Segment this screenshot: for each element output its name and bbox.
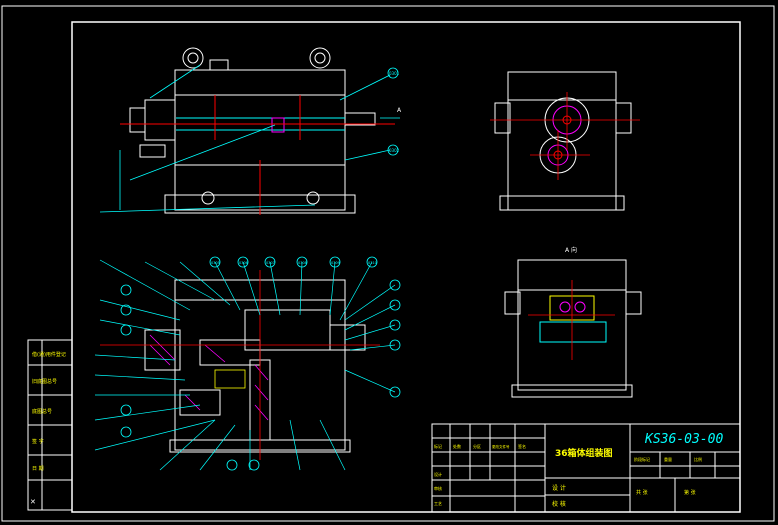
section-bubbles: [120, 256, 401, 471]
section-hatching: [149, 334, 269, 421]
company-label: 共 张: [636, 489, 648, 496]
stage-label-2: 比例: [694, 456, 702, 462]
callout-0309: 0309: [331, 261, 340, 265]
callout-0305: 0305: [211, 261, 220, 265]
drawing-number: KS36-03-00: [644, 432, 723, 447]
title-block: [431, 423, 741, 513]
sheet-frame: [1, 5, 775, 522]
callout-0310: 0310: [368, 261, 377, 265]
header-row-2: 分区: [473, 443, 481, 449]
corner-marker: ✕: [30, 498, 36, 506]
side-label-1: 旧底图总号: [32, 378, 57, 385]
left-row-1: 审核: [434, 485, 442, 491]
a-view-centerlines: [528, 280, 615, 360]
callout-0301: 0301: [389, 71, 400, 76]
callout-0306: 0306: [239, 261, 248, 265]
drawing-frame: [71, 21, 741, 513]
header-row-0: 标记: [434, 443, 442, 449]
header-row-3: 更改文件号: [492, 444, 510, 449]
callout-0302: 0302: [389, 148, 400, 153]
stage-label-1: 重量: [664, 456, 672, 462]
section-view: [144, 279, 366, 453]
side-label-4: 日 期: [32, 466, 44, 472]
left-row-2: 工艺: [434, 501, 442, 506]
view-a-label: A 向: [565, 246, 577, 254]
drawing-title: 36箱体组装图: [555, 447, 613, 459]
arrow-a-label: A: [397, 107, 402, 114]
side-label-3: 签 字: [32, 438, 44, 445]
left-row-0: 设计: [434, 471, 442, 477]
callout-0308: 0308: [298, 261, 307, 265]
section-leaders: [94, 259, 396, 471]
side-label-2: 底图总号: [32, 408, 52, 415]
stage-label-0: 阶段标记: [634, 456, 650, 462]
sheet-label: 第 张: [684, 489, 696, 496]
front-view: [129, 47, 376, 214]
front-centerlines: [120, 95, 395, 215]
designer-label: 设 计: [552, 484, 566, 492]
front-leaders: [99, 64, 400, 213]
section-centerlines: [100, 270, 380, 460]
checker-label: 校 核: [552, 500, 566, 508]
header-row-4: 签名: [518, 443, 526, 449]
side-centerlines: [490, 92, 640, 180]
side-label-0: 借(通)用件登记: [32, 351, 66, 358]
callout-0307: 0307: [266, 261, 275, 265]
a-view: [504, 259, 642, 398]
side-strip: 借(通)用件登记 旧底图总号 底图总号 签 字 日 期: [27, 339, 73, 511]
header-row-1: 处数: [453, 443, 461, 449]
side-view: [494, 71, 632, 211]
